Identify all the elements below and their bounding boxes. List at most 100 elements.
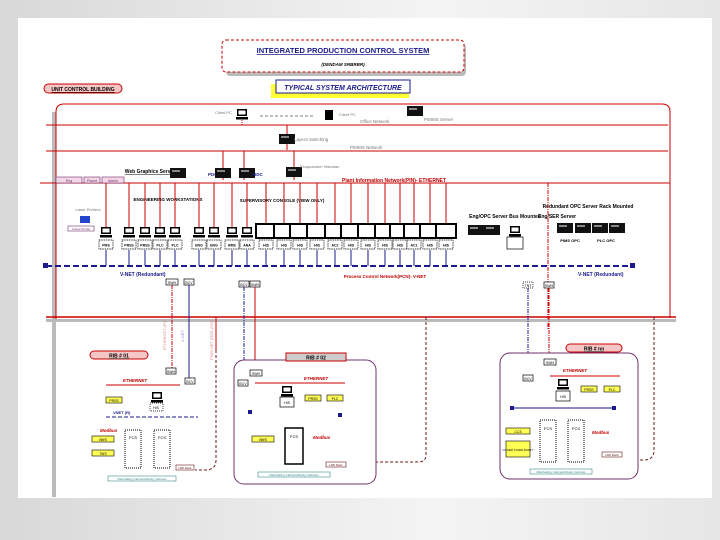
supervisory-label: SUPERVISORY CONSOLE (VIEW ONLY)	[240, 198, 325, 203]
opc-server-2-icon	[484, 225, 500, 235]
svg-text:FCS: FCS	[290, 434, 298, 439]
pims-server-icon	[407, 106, 423, 116]
vnet-terminator-right	[630, 263, 635, 268]
web-graphics-label: Web Graphics Server	[125, 169, 176, 175]
main-subtitle: (DENDAM SRBRBR)	[321, 62, 365, 67]
svg-text:SWH: SWH	[251, 283, 260, 287]
pims-network-label: PIMMS Network	[350, 145, 383, 150]
historian-label: Exaquantum Historian	[300, 164, 339, 169]
rib-01-title: RIB # 01	[109, 354, 129, 360]
station-label: PLC	[172, 244, 179, 248]
client-pc-2-label: Client PC	[339, 112, 356, 117]
workstation-icon	[123, 227, 135, 238]
svg-text:BCV: BCV	[186, 380, 194, 384]
rib-02-his-icon	[281, 386, 293, 397]
workstation-icon	[154, 227, 166, 238]
pin-network-label: Plant Information Network(PIN)- ETHERNET	[342, 178, 446, 184]
building-wall-shadow	[52, 112, 56, 497]
svg-text:Eng: Eng	[66, 179, 72, 183]
workstation-icon	[139, 227, 151, 238]
svg-text:PRSS: PRSS	[109, 399, 119, 403]
main-title: INTEGRATED PRODUCTION CONTROL SYSTEM	[257, 46, 430, 55]
station-label: HIS	[365, 244, 372, 248]
station-his: HIS	[374, 183, 396, 266]
rib-02-title: RIB # 02	[306, 356, 326, 362]
station-label: HIS	[297, 244, 304, 248]
station-label: HIS	[443, 244, 450, 248]
svg-text:ETHERNET: ETHERNET	[563, 368, 589, 373]
title-box	[221, 39, 465, 73]
workstation-icon	[100, 227, 112, 238]
station-label: ANA	[243, 244, 251, 248]
client-pc-2-icon	[325, 110, 333, 120]
ser-server-label: Eng/SER Server	[538, 214, 576, 220]
opc-rack-1-icon	[557, 223, 573, 233]
station-ana: ANA	[239, 183, 255, 266]
svg-text:PLC: PLC	[332, 397, 339, 401]
svg-text:SWH: SWH	[168, 281, 177, 285]
svg-text:VNET (R): VNET (R)	[113, 410, 131, 415]
rib-nn-his-icon	[557, 379, 569, 390]
station-label: ENG	[195, 244, 203, 248]
opc-rack-3-icon	[592, 223, 608, 233]
workstation-icon	[226, 227, 238, 238]
laser-printer-label: Laser Printers	[76, 207, 101, 212]
station-label: RMS	[228, 244, 236, 248]
tab-planet[interactable]	[83, 176, 101, 184]
station-his: HIS	[419, 183, 441, 266]
office-network-label: Office Network	[360, 119, 390, 124]
svg-text:ETHERNET: ETHERNET	[123, 378, 149, 383]
station-prss: PRSS	[121, 183, 137, 266]
diagram-slide: INTEGRATED PRODUCTION CONTROL SYSTEM (DE…	[18, 18, 712, 498]
station-his: HIS	[357, 183, 379, 266]
svg-text:Marshalling Cabinets/Relay Cab: Marshalling Cabinets/Relay Cabinets	[117, 477, 167, 481]
typical-title: TYPICAL SYSTEM ARCHITECTURE	[284, 85, 402, 92]
svg-text:Modbus: Modbus	[313, 435, 331, 440]
station-label: HIS	[281, 244, 288, 248]
color-printer-label: Colour Printer	[72, 227, 91, 231]
station-label: ENG	[210, 244, 218, 248]
station-label: HIS	[314, 244, 321, 248]
workstation-icon	[169, 227, 181, 238]
svg-text:HIS: HIS	[284, 401, 291, 405]
station-label: HIS	[382, 244, 389, 248]
layer3-label: Layer3 Switching	[294, 137, 329, 142]
vnet-terminator-left	[43, 263, 48, 268]
building-label-pill	[43, 83, 123, 94]
ser-server-icon	[509, 226, 521, 237]
svg-text:FCS: FCS	[158, 435, 166, 440]
station-prss: PRSS	[137, 183, 153, 266]
fibre-label-vnet: V-NET	[180, 330, 185, 342]
svg-text:BMS: BMS	[259, 438, 267, 442]
station-his: HIS	[255, 183, 277, 266]
vnet-right-label: V-NET (Redundant)	[578, 272, 624, 278]
tab-admin[interactable]	[101, 176, 125, 184]
bdc-label: BDC	[253, 172, 263, 177]
station-his: HIS	[273, 183, 295, 266]
web-server-icon	[170, 168, 186, 178]
fibre-label-ethernet: ETHERNET (FO)	[162, 319, 167, 350]
svg-text:HIS: HIS	[560, 395, 567, 399]
svg-text:HMI Rack: HMI Rack	[329, 463, 343, 467]
svg-text:FCS: FCS	[544, 426, 552, 431]
opc-server-label: Eng/OPC Server Bus Mounted	[469, 214, 541, 220]
station-his: HIS	[306, 183, 328, 266]
rib-01: RIB # 01 SWH BCV ETHERNET HIS PRSS VNET …	[89, 350, 198, 482]
svg-text:BCV: BCV	[240, 283, 248, 287]
rib-nn: RIB # nn SWH BCV ETHERNET HIS PRSS PLC C…	[499, 343, 639, 480]
workstation-icon	[208, 227, 220, 238]
tab-eng[interactable]	[55, 176, 83, 184]
svg-text:BCV: BCV	[524, 377, 532, 381]
workstation-icon	[241, 227, 253, 238]
fibre-label-pims: PIMS NET (ROE (FO))	[209, 319, 214, 360]
svg-text:HMI Rack: HMI Rack	[605, 453, 619, 457]
vnet-left-label: V-NET (Redundant)	[120, 272, 166, 278]
eng-ws-label: ENGINEERING WORKSTATIONS	[133, 197, 202, 202]
pdc-label: PDC	[208, 172, 218, 177]
station-his: HIS	[389, 183, 411, 266]
switch-bcv-2: BCV	[238, 280, 250, 288]
station-label: PMS	[102, 244, 110, 248]
svg-text:FCS: FCS	[129, 435, 137, 440]
station-plc: PLC	[167, 183, 183, 266]
svg-text:Marshalling Cabinets/Relay Cab: Marshalling Cabinets/Relay Cabinets	[536, 470, 586, 474]
